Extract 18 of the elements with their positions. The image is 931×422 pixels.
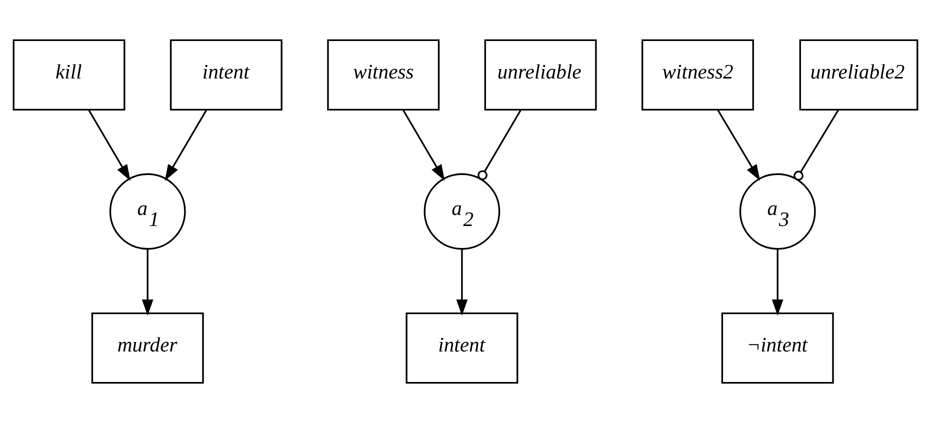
arrow bbox=[88, 109, 130, 180]
arrow bbox=[402, 109, 445, 180]
connector bbox=[794, 109, 839, 180]
node-box: murder bbox=[91, 312, 204, 384]
node-box: unreliable2 bbox=[799, 38, 918, 110]
arrow bbox=[456, 248, 468, 316]
node-box: witness bbox=[327, 38, 440, 110]
arrow bbox=[717, 109, 760, 180]
node-box: intent bbox=[406, 312, 518, 384]
node-box: kill bbox=[12, 38, 126, 110]
node-box: ¬intent bbox=[721, 312, 834, 384]
node-box: witness2 bbox=[641, 38, 754, 110]
node-box: unreliable bbox=[484, 38, 597, 110]
node-box: intent bbox=[170, 38, 282, 110]
arrow bbox=[142, 248, 154, 316]
arrow bbox=[164, 109, 208, 180]
arrow bbox=[772, 248, 784, 316]
connector bbox=[478, 109, 522, 180]
